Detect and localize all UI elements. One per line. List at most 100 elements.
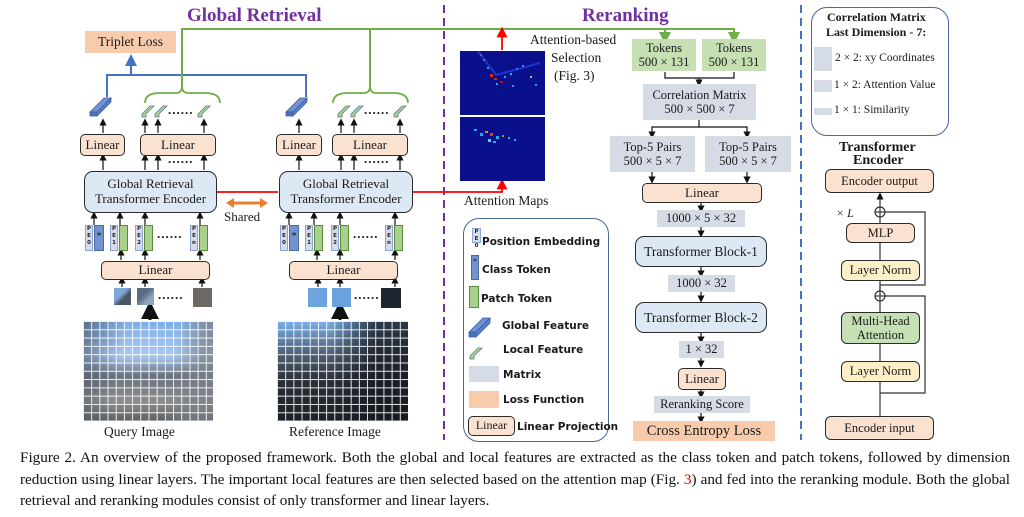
loss-function-swatch [469,391,499,408]
attention-selection-label: Attention-based [530,32,617,47]
patch-linear-box: Linear [289,261,398,280]
reranking-title: Reranking [582,5,669,26]
patch-token-icon [144,225,153,251]
multi-head-attention-box: Multi-Head Attention [841,312,920,344]
mlp-box: MLP [846,223,915,243]
corr-legend-item: 2 × 2: xy Coordinates [835,52,935,64]
patch-token-icon [119,225,128,251]
similarity-swatch [814,108,832,115]
legend-label: Matrix [503,369,542,381]
ellipsis: ...... [158,287,184,302]
tokens-dim: 500 × 131 [708,55,760,69]
class-token-icon: * [471,255,479,280]
layer-norm-box: Layer Norm [841,260,920,281]
linear-box-legend: Linear [468,416,515,436]
query-image-label: Query Image [104,424,175,439]
legend-label: Patch Token [481,293,553,305]
class-token-icon: * [289,225,299,251]
local-feature-icon [469,347,483,360]
reranking-score-box: Reranking Score [654,396,750,413]
dim-label-2: 1000 × 32 [668,275,735,292]
attention-map-reference [460,117,545,181]
encoder-output-box: Encoder output [825,169,934,193]
correlation-matrix-box: Correlation Matrix 500 × 500 × 7 [643,84,756,120]
image-patch [114,288,131,305]
image-patch [381,288,401,308]
global-feature-icon [89,97,112,117]
image-patch [308,288,327,307]
top5-pairs-box-reference: Top-5 Pairs 500 × 5 × 7 [705,136,791,172]
image-patch [137,288,154,305]
global-linear-box: Linear [80,134,125,156]
local-linear-box: Linear [332,134,408,156]
rerank-linear-box-2: Linear [678,368,726,390]
encoder-label: Global Retrieval [107,176,194,192]
corr-legend-item: 1 × 1: Similarity [834,104,910,116]
mha-label: Multi-Head [851,313,910,328]
repeat-label: × L [836,206,854,220]
rerank-linear-box: Linear [642,183,762,203]
figure-reference-link[interactable]: 3 [683,470,692,488]
feature-icons [89,97,407,118]
layer-norm-box: Layer Norm [841,361,920,382]
reference-tokens-box: Tokens 500 × 131 [702,39,766,71]
image-patch [193,288,212,307]
top5-dim: 500 × 5 × 7 [719,154,777,168]
legend-label: Position Embedding [482,236,601,248]
transformer-block-1: Transformer Block-1 [635,236,767,267]
attention-selection-ref: (Fig. 3) [554,68,595,83]
patch-token-icon [394,225,403,251]
patch-token-icon [340,225,349,251]
legend-label: Linear Projection [517,421,619,433]
global-linear-box: Linear [276,134,322,156]
patch-token-icon [314,225,323,251]
transformer-encoder-title: Encoder [853,153,904,168]
caption-text: Figure 2. An overview of the proposed fr… [20,449,1010,488]
query-transformer-encoder: Global Retrieval Transformer Encoder [84,171,217,213]
attention-value-swatch [814,80,832,92]
mha-label: Attention [856,328,905,342]
patch-linear-box: Linear [101,261,210,280]
top5-title: Top-5 Pairs [623,139,682,154]
ellipsis: ...... [364,151,390,166]
figure-caption: Figure 2. An overview of the proposed fr… [20,447,1010,512]
transformer-encoder-title: Transformer [839,140,916,155]
global-feature-icon [468,317,491,338]
corr-legend-item: 1 × 2: Attention Value [834,79,936,91]
dim-label-3: 1 × 32 [679,341,724,358]
legend-icons [468,317,491,360]
legend [463,218,609,442]
reference-image-label: Reference Image [289,424,381,439]
patch-token-icon [199,225,208,251]
ellipsis: ...... [157,226,183,241]
local-features-ellipsis: ...... [168,102,194,117]
tokens-title: Tokens [646,40,682,55]
corr-dim: 500 × 500 × 7 [664,102,735,116]
corr-legend-title: Last Dimension - 7: [826,25,927,39]
global-retrieval-title: Global Retrieval [187,5,322,26]
query-image [83,321,213,421]
corr-title: Correlation Matrix [652,87,747,102]
legend-label: Loss Function [503,394,585,406]
xy-coordinates-swatch [814,47,832,71]
framework-diagram: Global Retrieval Reranking Triplet Loss … [80,5,949,442]
reference-transformer-encoder: Global Retrieval Transformer Encoder [279,171,413,213]
local-linear-box: Linear [140,134,216,156]
class-token-icon: * [94,225,104,251]
attention-selection-label: Selection [551,50,602,65]
query-tokens-box: Tokens 500 × 131 [632,39,696,71]
local-features-ellipsis: ...... [364,102,390,117]
attention-maps-label: Attention Maps [464,193,549,208]
dim-label-1: 1000 × 5 × 32 [657,210,745,227]
transformer-block-2: Transformer Block-2 [635,302,767,333]
caption-text: ) and fed into the reranking module. Bot… [20,470,1011,510]
